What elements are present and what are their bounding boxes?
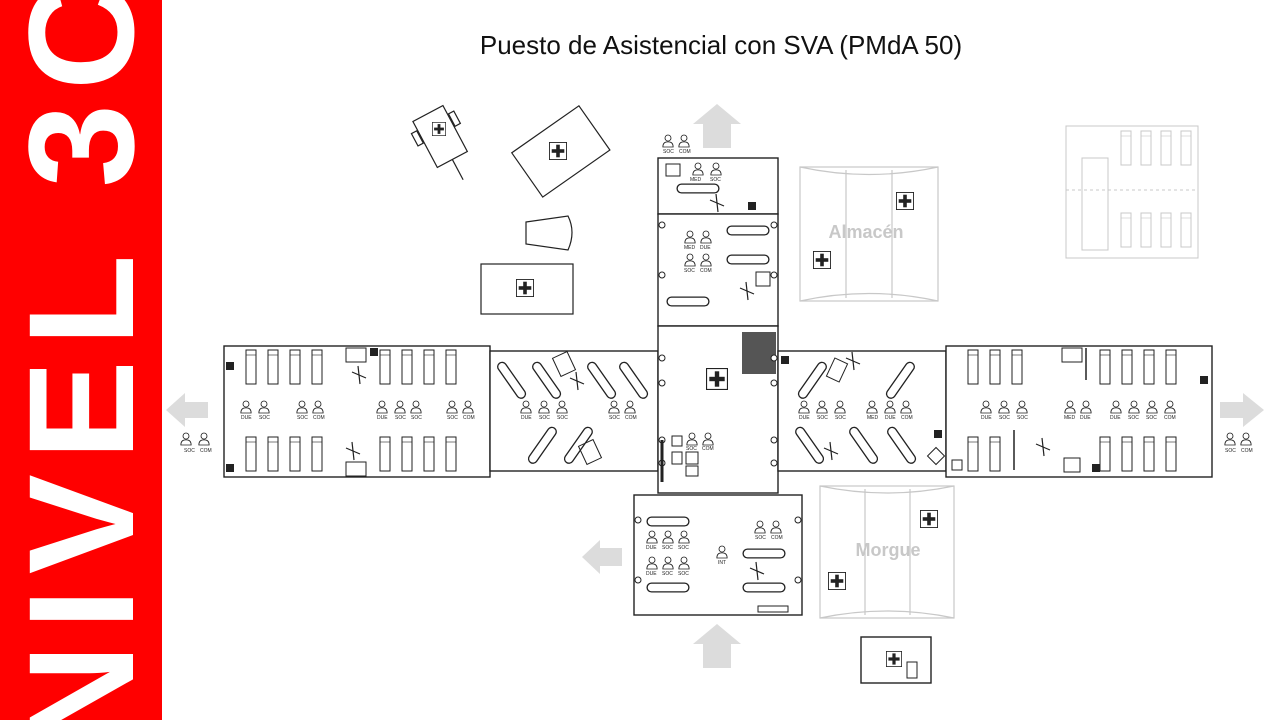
person-label: MED: [1064, 415, 1076, 421]
cross-icon: [920, 510, 938, 528]
person-label: SOC: [259, 415, 270, 421]
person-label: COM: [463, 415, 475, 421]
person-label: SOC: [447, 415, 458, 421]
morgue-zone: [819, 485, 955, 619]
person-label: COM: [901, 415, 913, 421]
cross-icon: [813, 251, 831, 269]
cross-icon: [828, 572, 846, 590]
page-title: Puesto de Asistencial con SVA (PMdA 50): [479, 30, 963, 60]
person-label: SOC: [1017, 415, 1028, 421]
person-label: DUE: [377, 415, 388, 421]
person-icon: [1240, 432, 1252, 446]
morgue-label: Morgue: [856, 540, 921, 560]
person-label: SOC: [999, 415, 1010, 421]
warehouse-label: Almacén: [828, 222, 903, 242]
dormitory-beds: [1120, 130, 1192, 248]
person-label: SOC: [1225, 448, 1236, 454]
person-icon: [198, 432, 210, 446]
person-label: COM: [700, 268, 712, 274]
person-label: DUE: [646, 571, 657, 577]
person-label: COM: [200, 448, 212, 454]
person-label: SOC: [395, 415, 406, 421]
person-icon: [1224, 432, 1236, 446]
cross-icon: [516, 279, 534, 297]
ambulance-nose: [525, 215, 573, 251]
person-label: SOC: [557, 415, 568, 421]
arrow-icon: [166, 393, 208, 427]
person-label: MED: [690, 177, 702, 183]
person-label: SOC: [1128, 415, 1139, 421]
person-label: COM: [702, 446, 714, 452]
furniture: [345, 163, 1083, 679]
person-label: SOC: [297, 415, 308, 421]
warehouse-zone: [799, 166, 939, 302]
side-banner: NIVEL 3C: [0, 0, 162, 720]
person-label: SOC: [662, 545, 673, 551]
person-label: SOC: [678, 571, 689, 577]
equipment: [226, 202, 1208, 472]
person-label: DUE: [700, 245, 711, 251]
arrow-icon: [693, 624, 741, 668]
person-label: SOC: [609, 415, 620, 421]
person-label: SOC: [1146, 415, 1157, 421]
cross-icon: [886, 651, 902, 667]
person-label: SOC: [686, 446, 697, 452]
person-label: DUE: [521, 415, 532, 421]
person-label: MED: [867, 415, 879, 421]
cross-icon: [549, 142, 567, 160]
person-label: INT: [718, 560, 726, 566]
person-label: SOC: [817, 415, 828, 421]
cross-icon: [896, 192, 914, 210]
person-label: SOC: [539, 415, 550, 421]
person-label: MED: [684, 245, 696, 251]
arrow-icon: [1220, 393, 1264, 427]
trailer-vehicle: [410, 104, 469, 181]
person-label: DUE: [241, 415, 252, 421]
person-label: DUE: [981, 415, 992, 421]
arrow-icon: [693, 104, 741, 148]
person-label: SOC: [684, 268, 695, 274]
person-label: COM: [679, 149, 691, 155]
person-label: DUE: [646, 545, 657, 551]
person-label: SOC: [755, 535, 766, 541]
staff-people: SOC COM SOC COM SOC COM MED SOC MED DUE …: [180, 134, 1253, 577]
person-label: SOC: [184, 448, 195, 454]
person-label: SOC: [662, 571, 673, 577]
person-label: COM: [1164, 415, 1176, 421]
person-label: SOC: [835, 415, 846, 421]
person-label: DUE: [1110, 415, 1121, 421]
person-label: DUE: [1080, 415, 1091, 421]
person-label: DUE: [799, 415, 810, 421]
person-label: SOC: [663, 149, 674, 155]
person-label: COM: [313, 415, 325, 421]
cross-icon: [432, 122, 446, 136]
arrow-icon: [582, 540, 622, 574]
person-label: SOC: [411, 415, 422, 421]
cross-icon: [706, 368, 728, 390]
person-label: COM: [1241, 448, 1253, 454]
fire-extinguisher-icon: [345, 193, 1051, 581]
person-icon: [180, 432, 192, 446]
person-label: COM: [625, 415, 637, 421]
person-label: SOC: [678, 545, 689, 551]
person-icon: [678, 134, 690, 148]
person-label: DUE: [885, 415, 896, 421]
person-icon: [662, 134, 674, 148]
dormitory-zone: [1065, 125, 1199, 259]
person-label: COM: [771, 535, 783, 541]
person-label: SOC: [710, 177, 721, 183]
